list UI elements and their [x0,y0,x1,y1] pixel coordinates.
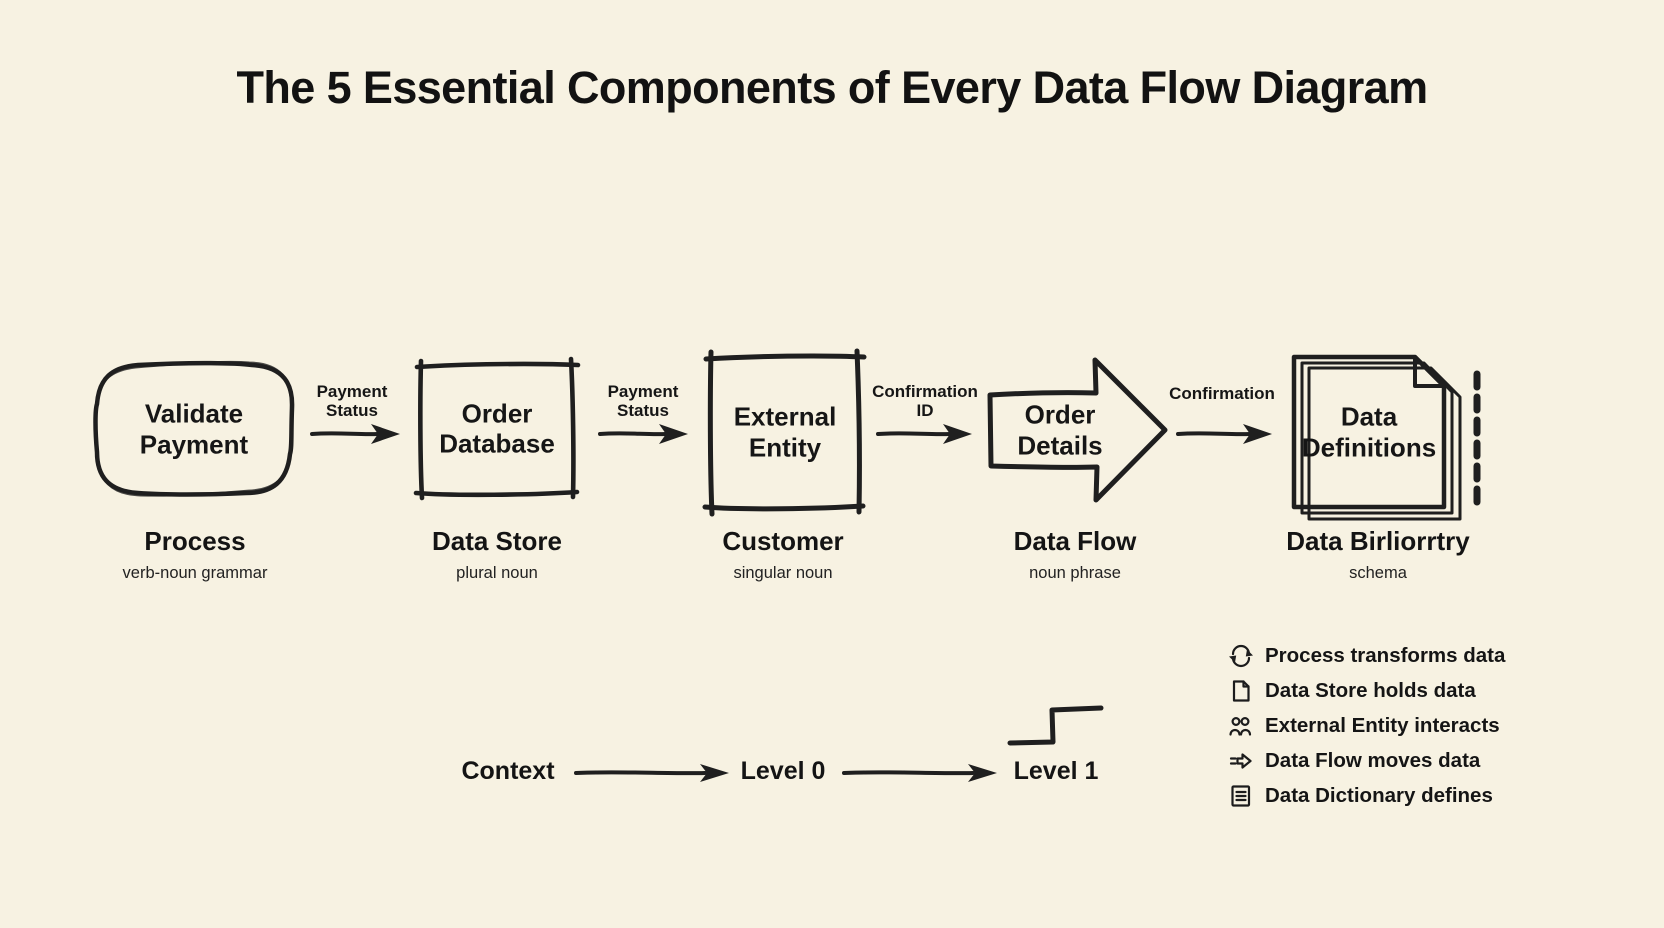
data-dictionary-node-label: Data Definitions [1301,401,1437,462]
data-dictionary-node: Data Definitions [1283,342,1488,522]
flow-arrow-3 [876,424,972,444]
data-store-node-label: Order Database [439,397,555,459]
legend-label-data-flow: Data Flow moves data [1265,749,1481,772]
legend-label-process: Process transforms data [1265,644,1506,667]
data-flow-node: Order Details [985,354,1170,506]
flow-label-payment-status-1: Payment Status [316,382,388,421]
external-entity-shape [702,348,867,517]
step-icon [1007,705,1104,746]
level1-label: Level 1 [1013,757,1099,785]
caption-process: Process verb-noun grammar [85,526,305,583]
external-entity-node: External Entity [702,348,867,517]
legend-item-data-dictionary: Data Dictionary defines [1228,783,1505,809]
process-node-label: Validate Payment [139,398,249,459]
caption-customer: Customer singular noun [693,526,873,583]
caption-data-store: Data Store plural noun [407,526,587,583]
caption-data-dictionary-sub: schema [1349,564,1407,582]
dictionary-icon [1231,785,1251,807]
legend: Process transforms data Data Store holds… [1228,643,1505,809]
legend-item-process: Process transforms data [1228,643,1505,669]
cycle-icon [1229,644,1253,668]
caption-data-flow-sub: noun phrase [1029,564,1121,582]
page-title: The 5 Essential Components of Every Data… [236,62,1428,113]
caption-customer-title: Customer [722,526,844,556]
caption-process-title: Process [144,526,246,556]
caption-process-sub: verb-noun grammar [122,564,268,582]
process-node: Validate Payment [86,356,302,502]
level0-label: Level 0 [740,757,826,785]
flow-arrow-4 [1176,424,1272,444]
caption-data-store-title: Data Store [431,526,563,556]
flow-arrow-1 [310,424,400,444]
legend-label-data-store: Data Store holds data [1265,679,1476,702]
data-store-node: Order Database [413,356,581,501]
level-arrow-2 [842,764,997,782]
process-shape [93,360,295,497]
context-label: Context [461,757,555,785]
caption-data-dictionary-title: Data Birliorrtry [1286,526,1470,556]
data-store-shape [413,356,581,501]
flow-label-confirmation-id: Confirmation ID [872,382,978,421]
legend-item-data-flow: Data Flow moves data [1228,748,1505,774]
legend-label-data-dictionary: Data Dictionary defines [1265,784,1493,807]
legend-label-external-entity: External Entity interacts [1265,714,1500,737]
caption-data-flow-title: Data Flow [1013,526,1137,556]
external-entity-node-label: External Entity [733,401,837,462]
flow-label-payment-status-2: Payment Status [607,382,679,421]
flow-arrow-2 [598,424,688,444]
flow-label-confirmation: Confirmation [1169,384,1275,403]
document-stack-shape [1291,354,1481,521]
caption-customer-sub: singular noun [733,564,833,582]
document-icon [1232,680,1250,702]
people-icon [1229,716,1252,736]
legend-item-external-entity: External Entity interacts [1228,713,1505,739]
caption-data-dictionary: Data Birliorrtry schema [1278,526,1478,583]
caption-data-flow: Data Flow noun phrase [985,526,1165,583]
flow-arrow-icon [1229,753,1252,769]
legend-item-data-store: Data Store holds data [1228,678,1505,704]
level-arrow-1 [574,764,729,782]
data-flow-shape [987,357,1168,503]
data-flow-node-label: Order Details [1017,399,1103,460]
caption-data-store-sub: plural noun [456,564,538,582]
